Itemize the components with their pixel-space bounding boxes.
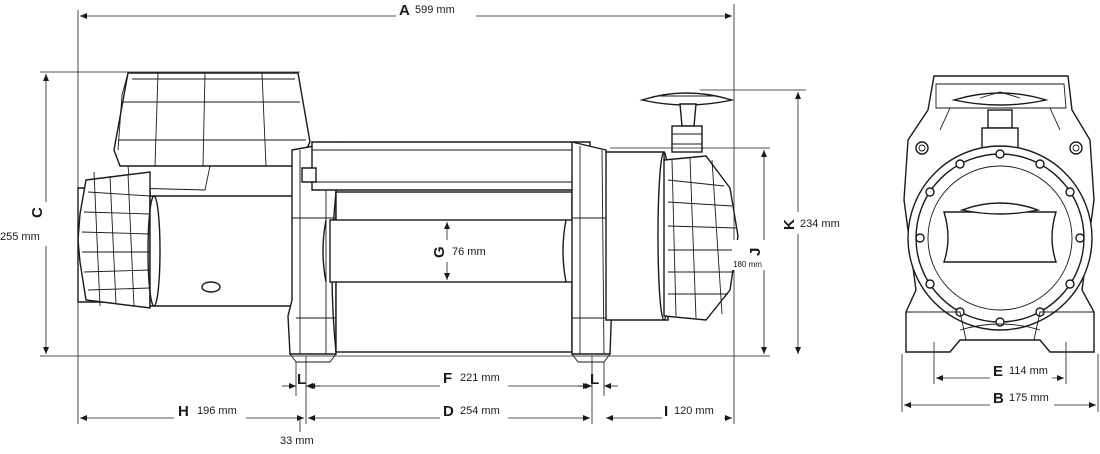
dimension-f: F 221 mm [308, 370, 590, 389]
right-drum-bracket [571, 141, 613, 355]
bolt-icon [1069, 141, 1083, 155]
dimension-d-letter: D [443, 403, 454, 420]
dimension-l: L L 33 mm [280, 371, 618, 447]
dimension-c-value: 255 mm [0, 231, 40, 243]
dimension-f-value: 221 mm [460, 372, 500, 384]
dimension-g: G 76 mm [431, 222, 496, 280]
motor-end-cap [77, 171, 151, 309]
dimension-l-letter-right: L [590, 371, 599, 388]
dimension-a-value: 599 mm [415, 4, 455, 16]
bolt-icon [915, 141, 929, 155]
dimension-e-value: 114 mm [1009, 365, 1048, 377]
top-emblem [951, 92, 1049, 106]
tie-bar [301, 141, 601, 191]
dimension-i-value: 120 mm [674, 405, 714, 417]
dimension-e: E 114 mm [936, 363, 1064, 381]
dimension-i: I 120 mm [606, 403, 732, 421]
dimension-h-letter: H [178, 403, 189, 420]
dimension-g-value: 76 mm [452, 246, 486, 258]
dimension-f-letter: F [443, 370, 452, 387]
dimension-d-value: 254 mm [460, 405, 500, 417]
dimension-d: D 254 mm [308, 403, 590, 421]
dimension-b: B 175 mm [904, 390, 1096, 408]
end-dimensions: E 114 mm B 175 mm [901, 342, 1099, 412]
dimension-c: C 255 mm [0, 74, 68, 354]
dimension-g-letter: G [431, 246, 448, 258]
dimension-j-letter: J [747, 248, 764, 256]
side-dimensions: A 599 mm C 255 mm G 76 mm J 180 mm [0, 2, 842, 447]
dimension-e-letter: E [993, 363, 1003, 380]
dimension-c-letter: C [29, 207, 46, 218]
clutch-handle [639, 92, 735, 153]
dimension-j: J 180 mm [732, 150, 772, 354]
dimension-l-value: 33 mm [280, 435, 314, 447]
dimension-i-letter: I [664, 403, 668, 420]
dimension-a: A 599 mm [80, 2, 732, 20]
base-feet [289, 353, 611, 363]
dimension-j-value: 180 mm [733, 260, 762, 269]
dimension-l-letter-left: L [297, 371, 306, 388]
end-view [903, 75, 1095, 353]
dimension-k-value: 234 mm [800, 218, 840, 230]
dimension-h-value: 196 mm [197, 405, 237, 417]
side-view [77, 72, 739, 363]
dimension-k-letter: K [781, 219, 798, 230]
gearbox-housing [605, 151, 739, 321]
dimension-k: K 234 mm [778, 92, 842, 354]
dimension-h: H 196 mm [80, 403, 304, 421]
dimension-b-letter: B [993, 390, 1004, 407]
dimension-b-value: 175 mm [1009, 392, 1049, 404]
dimension-a-letter: A [399, 2, 410, 19]
drum [322, 191, 577, 353]
motor-cylinder [147, 195, 299, 307]
center-plate [943, 211, 1057, 263]
